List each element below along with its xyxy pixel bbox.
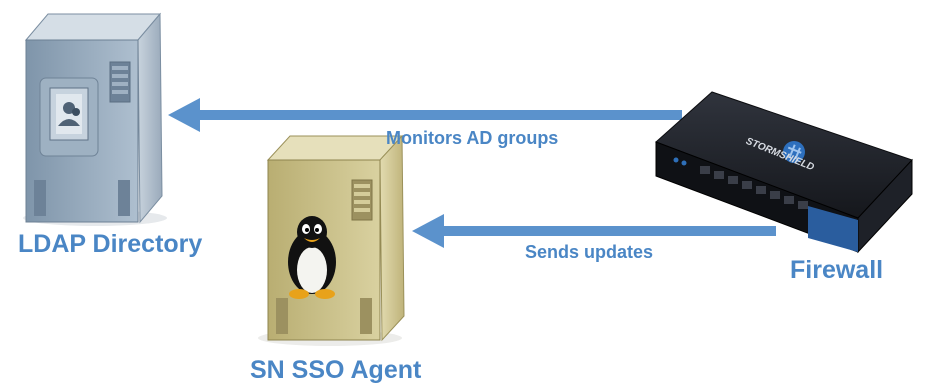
- arrow-sends-updates: [412, 214, 776, 248]
- sends-updates-label: Sends updates: [525, 242, 654, 262]
- monitors-ad-groups-label: Monitors AD groups: [386, 128, 559, 148]
- linux-server-icon: [258, 134, 405, 346]
- arrow-monitors-ad-groups: [168, 98, 682, 132]
- ldap-directory-label: LDAP Directory: [18, 230, 203, 258]
- firewall-label: Firewall: [790, 256, 884, 284]
- sso-agent-label: SN SSO Agent: [250, 356, 422, 384]
- stormshield-appliance-icon: STORMSHIELD: [655, 91, 913, 254]
- directory-server-icon: [23, 12, 167, 226]
